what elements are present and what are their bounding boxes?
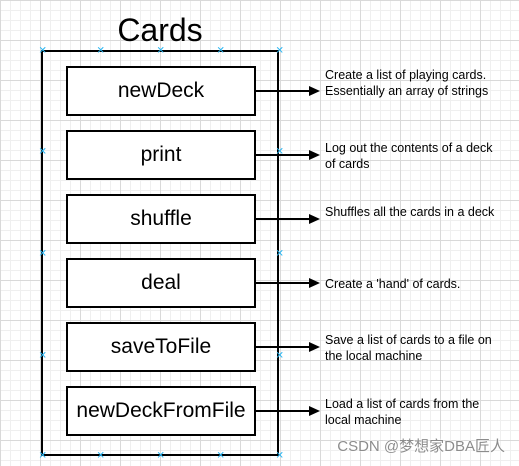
description-savetofile: Save a list of cards to a file on the lo… [325, 333, 492, 363]
method-box-deal[interactable]: deal [66, 258, 256, 308]
method-box-print[interactable]: print [66, 130, 256, 180]
description-deal: Create a 'hand' of cards. [325, 277, 461, 291]
arrow-head [309, 150, 320, 160]
arrow-head [309, 214, 320, 224]
description-shuffle: Shuffles all the cards in a deck [325, 205, 495, 219]
selection-handle[interactable]: ✕ [96, 45, 105, 57]
description-print: Log out the contents of a deck of cards [325, 141, 493, 171]
description-newdeck: Create a list of playing cards. Essentia… [325, 68, 489, 98]
selection-handle[interactable]: ✕ [38, 450, 47, 462]
selection-handle[interactable]: ✕ [38, 248, 47, 260]
method-label: newDeck [117, 79, 205, 102]
selection-handle[interactable]: ✕ [216, 450, 225, 462]
method-box-newdeckfromfile[interactable]: newDeckFromFile [66, 386, 256, 436]
selection-handle[interactable]: ✕ [38, 45, 47, 57]
selection-handle[interactable]: ✕ [96, 450, 105, 462]
method-box-newdeck[interactable]: newDeck [66, 66, 256, 116]
selection-handle[interactable]: ✕ [38, 146, 47, 158]
selection-handle[interactable]: ✕ [275, 45, 284, 57]
selection-handle[interactable]: ✕ [275, 450, 284, 462]
method-label: deal [141, 271, 181, 294]
arrow-head [309, 406, 320, 416]
watermark: CSDN @梦想家DBA匠人 [337, 438, 505, 455]
selection-handle[interactable]: ✕ [156, 450, 165, 462]
arrow-head [309, 278, 320, 288]
selection-handle[interactable]: ✕ [275, 146, 284, 158]
method-label: newDeckFromFile [76, 399, 246, 422]
selection-handle[interactable]: ✕ [156, 45, 165, 57]
method-box-shuffle[interactable]: shuffle [66, 194, 256, 244]
selection-handle[interactable]: ✕ [275, 350, 284, 362]
method-label: saveToFile [110, 335, 212, 358]
selection-handle[interactable]: ✕ [38, 350, 47, 362]
method-label: print [140, 143, 182, 166]
arrow-head [309, 342, 320, 352]
method-label: shuffle [130, 207, 192, 230]
selection-handle[interactable]: ✕ [216, 45, 225, 57]
diagram-title: Cards [117, 12, 203, 48]
description-newdeckfromfile: Load a list of cards from the local mach… [325, 397, 480, 427]
selection-handle[interactable]: ✕ [275, 248, 284, 260]
arrow-head [309, 86, 320, 96]
cards-container[interactable] [41, 50, 279, 456]
method-box-savetofile[interactable]: saveToFile [66, 322, 256, 372]
